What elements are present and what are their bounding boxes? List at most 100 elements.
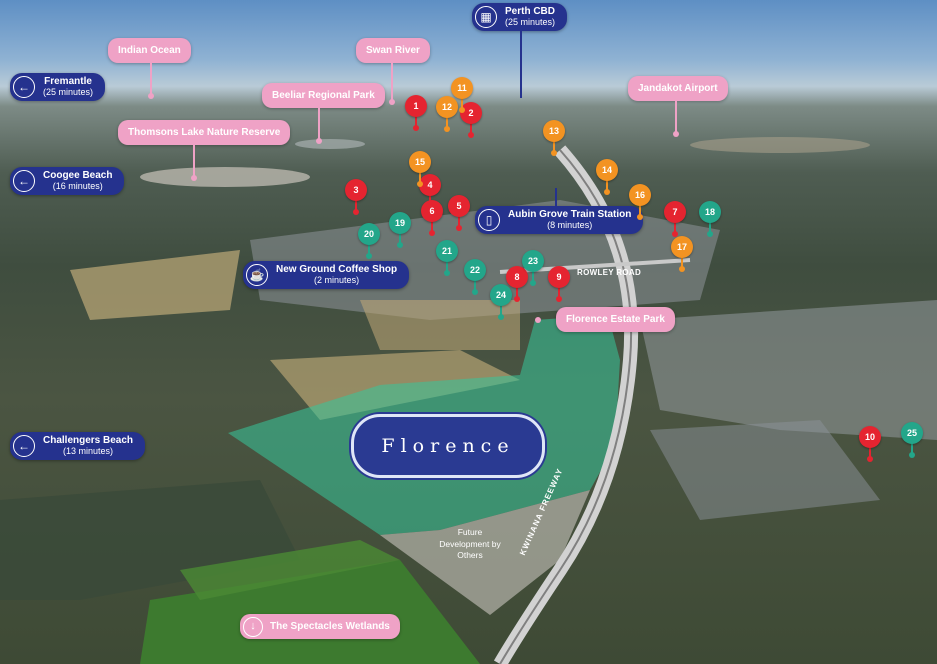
florence-park-label[interactable]: Florence Estate Park [556, 307, 675, 332]
map-pin-11[interactable]: 11 [451, 77, 473, 99]
perth-cbd-label[interactable]: ▦ Perth CBD(25 minutes) [472, 3, 568, 31]
map-pin-dot [498, 314, 504, 320]
map-pin-stem [355, 200, 357, 210]
map-pin-stem [474, 280, 476, 290]
coogee-time: (16 minutes) [52, 181, 103, 191]
map-pin-12[interactable]: 12 [436, 96, 458, 118]
map-pin-stem [709, 222, 711, 232]
challengers-label[interactable]: ← Challengers Beach(13 minutes) [10, 432, 146, 460]
indian-ocean-label[interactable]: Indian Ocean [108, 38, 191, 63]
map-pin-10[interactable]: 10 [859, 426, 881, 448]
map-pin-23[interactable]: 23 [522, 250, 544, 272]
map-pin-stem [399, 233, 401, 243]
map-pin-5[interactable]: 5 [448, 195, 470, 217]
map-pin-16[interactable]: 16 [629, 184, 651, 206]
map-pin-stem [446, 261, 448, 271]
future-development-zone [380, 490, 590, 615]
beeliar-lake [295, 139, 365, 149]
map-pin-dot [707, 231, 713, 237]
arrow-left-icon: ← [13, 76, 35, 98]
sand-zone-west [70, 250, 240, 320]
swan-river-label[interactable]: Swan River [356, 38, 430, 63]
map-pin-dot [456, 225, 462, 231]
map-pin-dot [366, 253, 372, 259]
map-pin-stem [516, 287, 518, 297]
map-pin-stem [461, 98, 463, 108]
arrow-left-icon: ← [13, 435, 35, 457]
perth-name: Perth CBD [505, 6, 556, 17]
map-pin-dot [604, 189, 610, 195]
green-field [140, 560, 480, 664]
map-pin-stem [470, 123, 472, 133]
map-pin-stem [446, 117, 448, 127]
map-pin-4[interactable]: 4 [419, 174, 441, 196]
spectacles-label[interactable]: ↓ The Spectacles Wetlands [240, 614, 400, 639]
perth-time: (25 minutes) [505, 17, 556, 27]
map-pin-dot [472, 289, 478, 295]
map-pin-stem [681, 257, 683, 267]
thomsons-lake [140, 167, 310, 187]
map-pin-stem [415, 116, 417, 126]
suburb-southeast [650, 420, 880, 520]
map-pin-dot [459, 107, 465, 113]
fremantle-label[interactable]: ← Fremantle(25 minutes) [10, 73, 106, 101]
map-pin-dot [444, 126, 450, 132]
arrow-left-icon: ← [13, 170, 35, 192]
map-pin-stem [500, 305, 502, 315]
map-pin-dot [637, 214, 643, 220]
coffee-name: New Ground Coffee Shop [276, 264, 398, 275]
map-pin-stem [558, 287, 560, 297]
map-pin-dot [353, 209, 359, 215]
map-pin-dot [867, 456, 873, 462]
map-pin-8[interactable]: 8 [506, 266, 528, 288]
aubin-grove-label[interactable]: ▯ Aubin Grove Train Station(8 minutes) [475, 206, 644, 234]
challengers-time: (13 minutes) [63, 446, 114, 456]
coogee-name: Coogee Beach [43, 170, 113, 181]
map-pin-dot [444, 270, 450, 276]
coffee-cup-icon: ☕ [246, 264, 268, 286]
map-pin-21[interactable]: 21 [436, 240, 458, 262]
beeliar-label[interactable]: Beeliar Regional Park [262, 83, 385, 108]
map-pin-dot [468, 132, 474, 138]
coogee-label[interactable]: ← Coogee Beach(16 minutes) [10, 167, 125, 195]
map-pin-dot [397, 242, 403, 248]
map-pin-15[interactable]: 15 [409, 151, 431, 173]
map-pin-14[interactable]: 14 [596, 159, 618, 181]
map-pin-dot [530, 280, 536, 286]
map-pin-20[interactable]: 20 [358, 223, 380, 245]
florence-badge[interactable]: Florence [351, 414, 545, 478]
map-pin-19[interactable]: 19 [389, 212, 411, 234]
map-pin-6[interactable]: 6 [421, 200, 443, 222]
city-building-icon: ▦ [475, 6, 497, 28]
map-pin-22[interactable]: 22 [464, 259, 486, 281]
map-pin-17[interactable]: 17 [671, 236, 693, 258]
fremantle-time: (25 minutes) [43, 87, 94, 97]
train-icon: ▯ [478, 209, 500, 231]
map-pin-1[interactable]: 1 [405, 95, 427, 117]
fremantle-name: Fremantle [44, 76, 92, 87]
coffee-shop-label[interactable]: ☕ New Ground Coffee Shop(2 minutes) [243, 261, 410, 289]
map-pin-18[interactable]: 18 [699, 201, 721, 223]
suburb-east [640, 300, 937, 440]
map-pin-stem [606, 180, 608, 190]
map-pin-7[interactable]: 7 [664, 201, 686, 223]
green-field-2 [180, 540, 400, 600]
map-pin-dot [556, 296, 562, 302]
map-pin-stem [869, 447, 871, 457]
map-pin-stem [639, 205, 641, 215]
map-pin-13[interactable]: 13 [543, 120, 565, 142]
map-pin-2[interactable]: 2 [460, 102, 482, 124]
map-pin-dot [413, 125, 419, 131]
map-pin-stem [431, 221, 433, 231]
jandakot-label[interactable]: Jandakot Airport [628, 76, 728, 101]
future-development-label: Future Development by Others [439, 527, 501, 560]
map-pin-24[interactable]: 24 [490, 284, 512, 306]
map-pin-dot [417, 181, 423, 187]
map-pin-25[interactable]: 25 [901, 422, 923, 444]
map-pin-3[interactable]: 3 [345, 179, 367, 201]
map-pin-dot [909, 452, 915, 458]
challengers-name: Challengers Beach [43, 435, 134, 446]
map-pin-9[interactable]: 9 [548, 266, 570, 288]
thomsons-lake-label[interactable]: Thomsons Lake Nature Reserve [118, 120, 291, 145]
